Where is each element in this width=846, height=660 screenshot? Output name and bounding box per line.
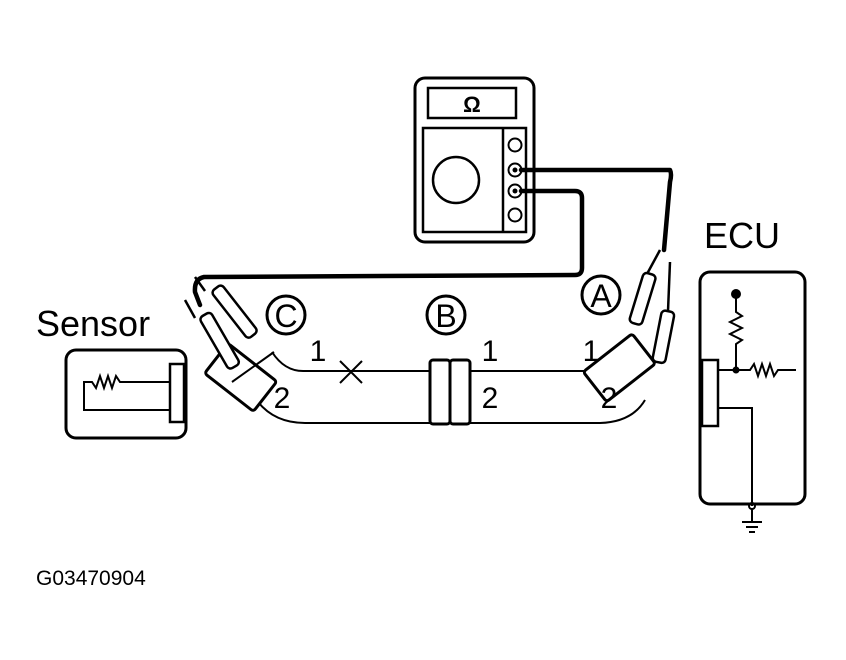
connector-c[interactable] (204, 343, 278, 412)
connector-c-circle (265, 294, 307, 336)
connector-a[interactable] (582, 333, 656, 403)
connector-a-letter: A (590, 278, 612, 314)
connector-b-circle (425, 294, 467, 336)
connector-c-pin1: 1 (310, 335, 327, 368)
ground-icon (742, 521, 762, 533)
meter-jack-1[interactable] (507, 137, 523, 153)
sensor-label: Sensor (36, 303, 150, 344)
harness-left-lower (257, 401, 432, 424)
connector-b-pin1: 1 (482, 335, 499, 368)
connector-letter-circles (265, 274, 622, 336)
connector-a-circle (580, 274, 622, 316)
ohm-symbol: Ω (463, 92, 481, 117)
connector-c-plug[interactable] (204, 343, 278, 412)
connector-c-pin2: 2 (274, 382, 291, 415)
test-lead-to-connector-c (192, 188, 585, 308)
sensor-terminal (168, 362, 186, 424)
connector-b-letter: B (435, 298, 456, 334)
connector-a-pin2: 2 (601, 382, 618, 415)
connector-b[interactable] (428, 358, 472, 426)
ohmmeter-panel (421, 126, 528, 234)
sensor-body (64, 348, 188, 440)
connector-c-letter: C (274, 298, 297, 334)
ecu-terminal (700, 358, 720, 428)
open-circuit-mark (339, 360, 363, 384)
sensor-resistor (83, 372, 170, 411)
probe-a[interactable] (628, 249, 676, 365)
ohmmeter (413, 76, 536, 244)
ohmmeter-dial[interactable] (431, 155, 481, 205)
connector-b-half-right[interactable] (448, 358, 472, 426)
test-leads (192, 167, 674, 308)
probe-c[interactable] (183, 276, 258, 370)
ecu-internal-circuit (718, 289, 796, 522)
ecu-label: ECU (704, 215, 780, 256)
sensor (64, 348, 188, 440)
harness-right-lower (470, 399, 646, 424)
connector-b-pin2: 2 (482, 382, 499, 415)
ohmmeter-display (426, 86, 518, 120)
figure-code: G03470904 (36, 567, 146, 590)
test-lead-to-connector-a (518, 167, 674, 253)
harness-left-upper (271, 351, 432, 373)
connector-b-half-left[interactable] (428, 358, 452, 426)
meter-jack-4[interactable] (507, 207, 523, 223)
connector-a-pin1: 1 (583, 335, 600, 368)
connector-a-plug[interactable] (582, 333, 656, 403)
